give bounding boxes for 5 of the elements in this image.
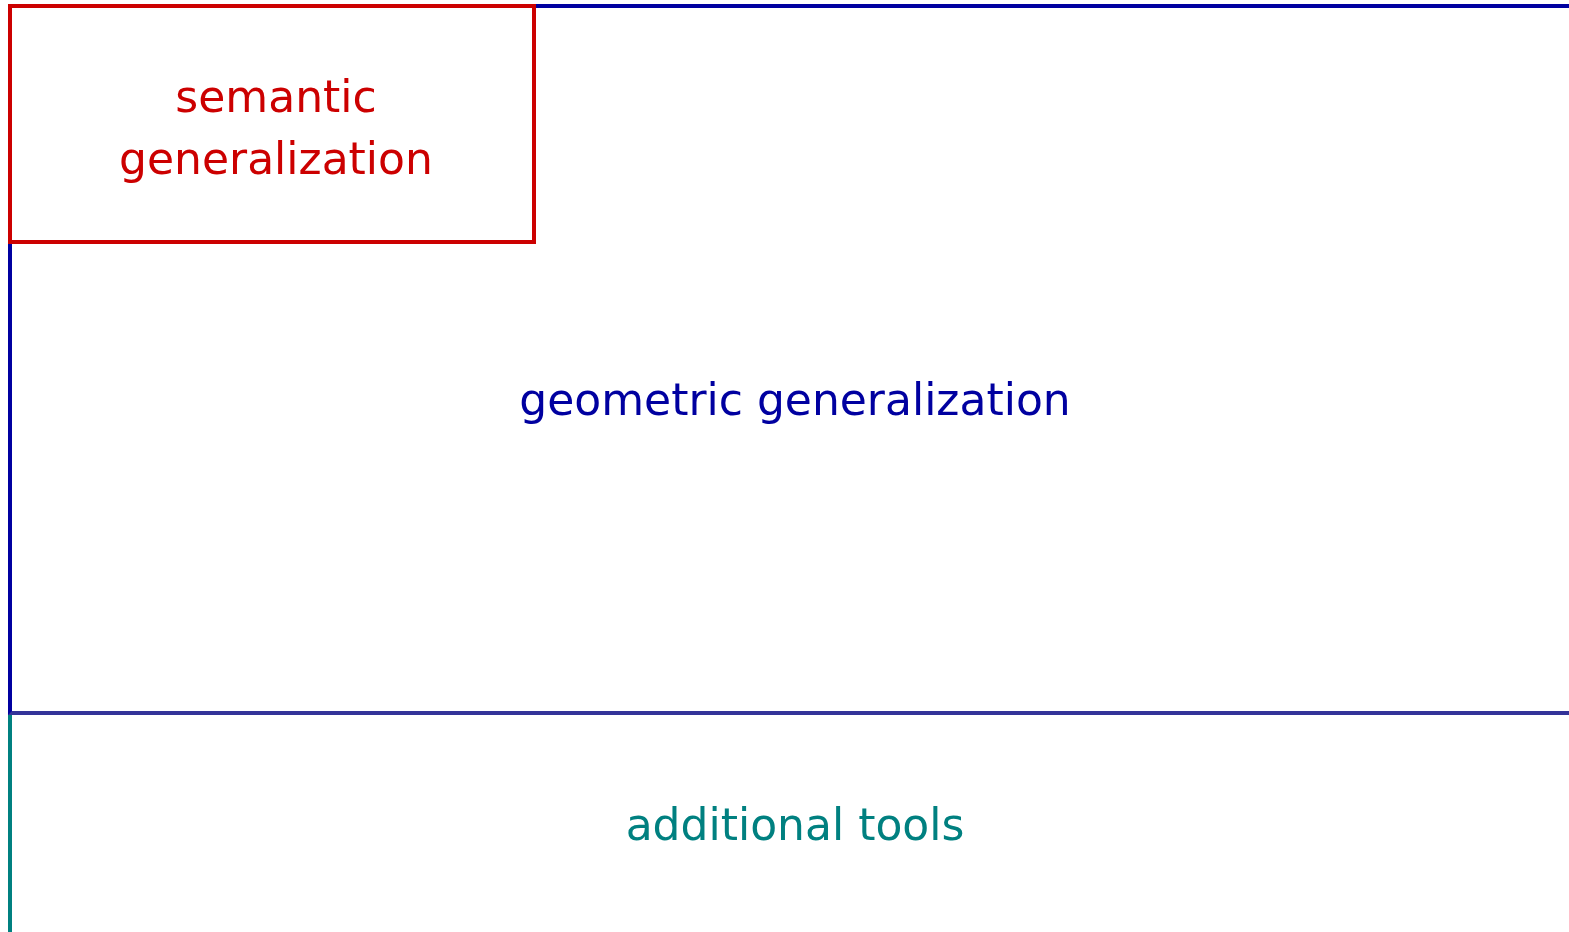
node-label: semantic generalization: [119, 70, 433, 186]
region-panel: [8, 4, 1569, 715]
process-box: [8, 4, 536, 244]
node-label: additional tools: [625, 798, 965, 853]
node-label: geometric generalization: [519, 373, 1071, 428]
